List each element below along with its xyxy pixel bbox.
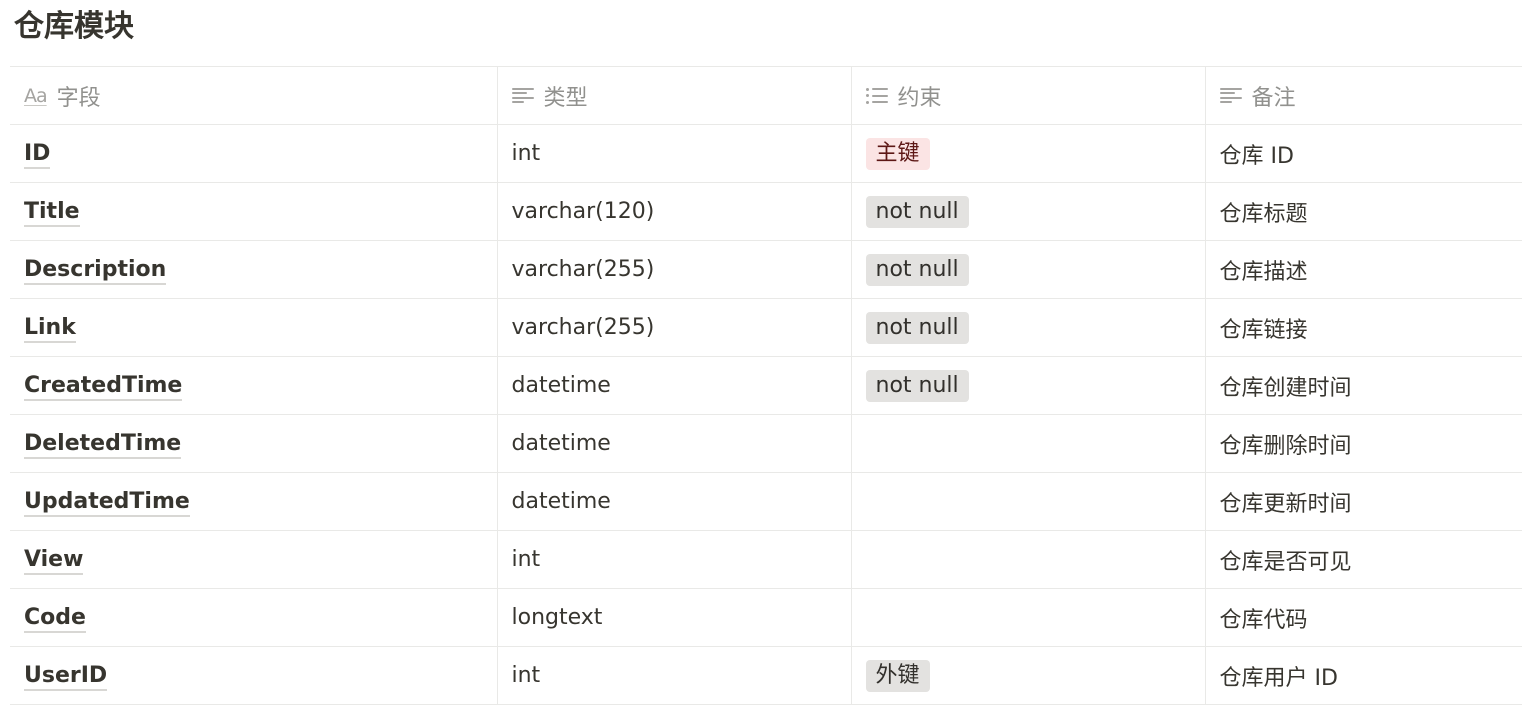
constraint-tag: not null bbox=[865, 311, 969, 344]
cell-field[interactable]: Title bbox=[10, 182, 497, 241]
field-name-link[interactable]: ID bbox=[24, 141, 51, 169]
table-row[interactable]: Code longtext 仓库代码 bbox=[10, 588, 1522, 647]
cell-constraint[interactable]: 外键 bbox=[850, 646, 1205, 705]
cell-field[interactable]: UpdatedTime bbox=[10, 472, 497, 531]
cell-note[interactable]: 仓库标题 bbox=[1204, 182, 1522, 241]
cell-type[interactable]: varchar(120) bbox=[496, 182, 851, 241]
cell-note[interactable]: 仓库更新时间 bbox=[1204, 472, 1522, 531]
field-name-link[interactable]: UpdatedTime bbox=[24, 489, 190, 517]
cell-field[interactable]: CreatedTime bbox=[10, 356, 497, 415]
cell-constraint[interactable]: not null bbox=[850, 356, 1205, 415]
cell-note[interactable]: 仓库代码 bbox=[1204, 588, 1522, 647]
cell-constraint[interactable]: not null bbox=[850, 298, 1205, 357]
table-row[interactable]: View int 仓库是否可见 bbox=[10, 530, 1522, 589]
cell-constraint[interactable] bbox=[850, 472, 1205, 531]
database-table: Aa 字段 类型 bbox=[10, 66, 1522, 705]
cell-type[interactable]: datetime bbox=[496, 472, 851, 531]
column-header-field[interactable]: Aa 字段 bbox=[10, 66, 497, 125]
cell-constraint[interactable] bbox=[850, 530, 1205, 589]
cell-type[interactable]: varchar(255) bbox=[496, 240, 851, 299]
table-row[interactable]: CreatedTime datetime not null 仓库创建时间 bbox=[10, 356, 1522, 415]
table-body: ID int 主键 仓库 ID Title varchar(120) not null 仓库标… bbox=[10, 124, 1522, 705]
cell-constraint[interactable] bbox=[850, 588, 1205, 647]
table-row[interactable]: UserID int 外键 仓库用户 ID bbox=[10, 646, 1522, 705]
cell-note[interactable]: 仓库链接 bbox=[1204, 298, 1522, 357]
cell-field[interactable]: View bbox=[10, 530, 497, 589]
field-name-link[interactable]: Code bbox=[24, 605, 86, 633]
constraint-tag: not null bbox=[865, 253, 969, 286]
field-name-link[interactable]: View bbox=[24, 547, 84, 575]
column-header-label: 约束 bbox=[897, 85, 942, 111]
cell-type[interactable]: int bbox=[496, 646, 851, 705]
constraint-tag: not null bbox=[865, 195, 969, 228]
title-aa-icon: Aa bbox=[24, 84, 48, 107]
cell-field[interactable]: DeletedTime bbox=[10, 414, 497, 473]
cell-field[interactable]: Link bbox=[10, 298, 497, 357]
column-header-label: 字段 bbox=[56, 85, 101, 111]
table-row[interactable]: ID int 主键 仓库 ID bbox=[10, 124, 1522, 183]
table-row[interactable]: DeletedTime datetime 仓库删除时间 bbox=[10, 414, 1522, 473]
constraint-tag: not null bbox=[865, 369, 969, 402]
cell-note[interactable]: 仓库是否可见 bbox=[1204, 530, 1522, 589]
field-name-link[interactable]: Link bbox=[24, 315, 76, 343]
cell-constraint[interactable] bbox=[850, 414, 1205, 473]
field-name-link[interactable]: CreatedTime bbox=[24, 373, 183, 401]
cell-field[interactable]: Description bbox=[10, 240, 497, 299]
page-title: 仓库模块 bbox=[14, 9, 134, 44]
cell-type[interactable]: varchar(255) bbox=[496, 298, 851, 357]
field-name-link[interactable]: UserID bbox=[24, 663, 108, 691]
column-header-note[interactable]: 备注 bbox=[1204, 66, 1522, 125]
cell-note[interactable]: 仓库创建时间 bbox=[1204, 356, 1522, 415]
cell-type[interactable]: int bbox=[496, 124, 851, 183]
field-name-link[interactable]: Description bbox=[24, 257, 167, 285]
field-name-link[interactable]: Title bbox=[24, 199, 80, 227]
constraint-tag: 主键 bbox=[865, 137, 930, 170]
column-header-label: 备注 bbox=[1251, 85, 1296, 111]
cell-type[interactable]: int bbox=[496, 530, 851, 589]
cell-type[interactable]: datetime bbox=[496, 356, 851, 415]
table-row[interactable]: Description varchar(255) not null 仓库描述 bbox=[10, 240, 1522, 299]
text-lines-icon bbox=[1219, 87, 1242, 104]
table-row[interactable]: UpdatedTime datetime 仓库更新时间 bbox=[10, 472, 1522, 531]
table-row[interactable]: Link varchar(255) not null 仓库链接 bbox=[10, 298, 1522, 357]
constraint-tag: 外键 bbox=[865, 659, 930, 692]
cell-constraint[interactable]: not null bbox=[850, 182, 1205, 241]
cell-constraint[interactable]: 主键 bbox=[850, 124, 1205, 183]
column-header-type[interactable]: 类型 bbox=[496, 66, 851, 125]
table-row[interactable]: Title varchar(120) not null 仓库标题 bbox=[10, 182, 1522, 241]
cell-constraint[interactable]: not null bbox=[850, 240, 1205, 299]
column-header-label: 类型 bbox=[543, 85, 588, 111]
cell-field[interactable]: ID bbox=[10, 124, 497, 183]
list-icon bbox=[865, 87, 888, 104]
cell-field[interactable]: UserID bbox=[10, 646, 497, 705]
cell-note[interactable]: 仓库删除时间 bbox=[1204, 414, 1522, 473]
table-header-row: Aa 字段 类型 bbox=[10, 66, 1522, 125]
column-header-constraint[interactable]: 约束 bbox=[850, 66, 1205, 125]
cell-note[interactable]: 仓库用户 ID bbox=[1204, 646, 1522, 705]
cell-note[interactable]: 仓库描述 bbox=[1204, 240, 1522, 299]
cell-field[interactable]: Code bbox=[10, 588, 497, 647]
text-lines-icon bbox=[511, 87, 534, 104]
field-name-link[interactable]: DeletedTime bbox=[24, 431, 182, 459]
cell-note[interactable]: 仓库 ID bbox=[1204, 124, 1522, 183]
cell-type[interactable]: longtext bbox=[496, 588, 851, 647]
cell-type[interactable]: datetime bbox=[496, 414, 851, 473]
